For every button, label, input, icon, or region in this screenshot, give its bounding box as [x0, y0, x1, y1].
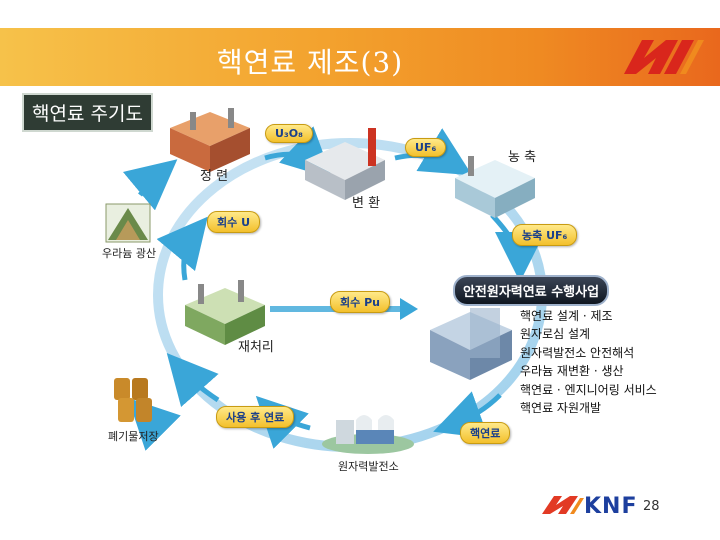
- project-item: 우라늄 재변환 · 생산: [520, 364, 624, 378]
- spent-fuel-label: 사용 후 연료: [216, 406, 295, 428]
- refining-plant-icon: [170, 108, 250, 172]
- recovered-pu-label: 회수 Pu: [330, 291, 390, 313]
- project-item: 원자력발전소 안전해석: [520, 346, 635, 360]
- enrichment-plant-icon: [455, 156, 535, 218]
- recovered-u-label: 회수 U: [207, 211, 261, 233]
- refining-label: 정 련: [200, 169, 229, 184]
- waste-storage-label: 폐기물저장: [108, 430, 159, 443]
- reprocessing-label: 재처리: [238, 340, 274, 355]
- project-item: 원자로심 설계: [520, 327, 591, 341]
- fuel-flow-label: 핵연료: [460, 422, 511, 444]
- enrichment-label: 농 축: [508, 150, 537, 165]
- mine-label: 우라늄 광산: [102, 247, 157, 260]
- project-title: 안전원자력연료 수행사업: [453, 275, 609, 306]
- header-bar: 핵연료 제조(3): [0, 28, 720, 86]
- footer-brand: KNF: [584, 494, 638, 519]
- page-title: 핵연료 제조(3): [216, 46, 404, 79]
- knf-logo-mark-icon: [542, 496, 584, 514]
- project-item: 핵연료 · 엔지니어링 서비스: [520, 383, 657, 397]
- project-item: 핵연료 설계 · 제조: [520, 309, 613, 323]
- arrow-reprocess-recover: [156, 216, 208, 281]
- arrow-spent-reprocess: [166, 353, 220, 408]
- knf-building-icon: [430, 308, 512, 380]
- diagram-subtitle: 핵연료 주기도: [22, 93, 153, 132]
- uranium-mine-icon: [105, 203, 151, 243]
- power-plant-icon: [322, 415, 414, 454]
- conversion-plant-icon: [305, 122, 385, 200]
- page-number: 28: [643, 499, 660, 514]
- arrow-fuel-plant: [433, 391, 502, 439]
- enriched-uf6-label: 농축 UF₆: [512, 224, 578, 246]
- knf-emblem-icon: [624, 40, 704, 74]
- reprocessing-plant-icon: [185, 280, 265, 345]
- uf6-flow-label: UF₆: [405, 138, 447, 157]
- arrow-mine-refine: [122, 159, 178, 211]
- project-item: 핵연료 자원개발: [520, 401, 602, 415]
- power-plant-label: 원자력발전소: [338, 460, 399, 473]
- conversion-label: 변 환: [352, 196, 381, 211]
- u3o8-flow-label: U₃O₈: [265, 124, 313, 143]
- waste-barrels-icon: [114, 378, 152, 422]
